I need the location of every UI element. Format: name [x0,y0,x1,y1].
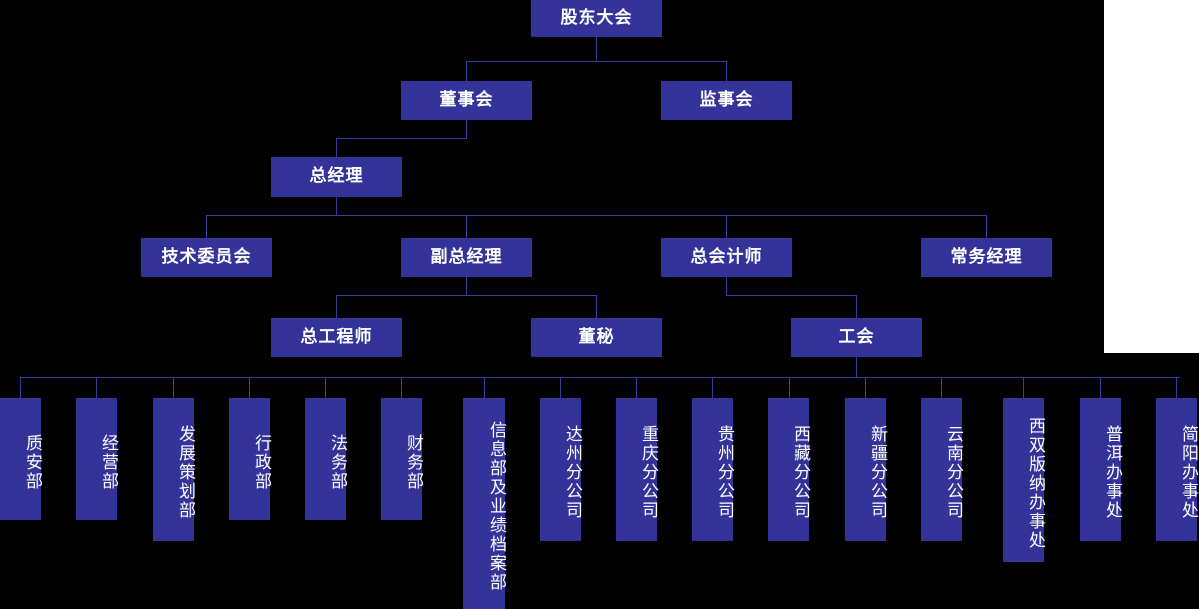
connector-chief-engineer-in [336,295,337,318]
connector-dept-stem-16 [1176,377,1177,398]
node-jianyang-office[interactable]: 简阳办事处 [1156,398,1198,541]
connector-gm-in [336,138,337,157]
connector-union-stem [856,357,857,377]
node-general-manager[interactable]: 总经理 [271,157,402,197]
connector-accountant-bus [726,295,857,296]
node-quality-safety[interactable]: 质安部 [0,398,42,520]
connector-deputy-bus [336,295,597,296]
white-panel-region [1104,0,1199,353]
connector-dept-stem-2 [96,377,97,398]
node-finance[interactable]: 财务部 [381,398,423,520]
connector-gm-stem [336,197,337,215]
connector-dept-stem-12 [865,377,866,398]
connector-board-to-gm [336,138,467,139]
connector-dept-stem-7 [484,377,485,398]
node-operations[interactable]: 经营部 [76,398,118,520]
connector-union-in [856,295,857,318]
connector-l2-right [726,61,727,81]
node-administration[interactable]: 行政部 [229,398,271,520]
connector-l4-accountant [726,215,727,238]
node-xinjiang-branch[interactable]: 新疆分公司 [845,398,887,541]
connector-dept-stem-15 [1100,377,1101,398]
node-chief-engineer[interactable]: 总工程师 [271,318,402,357]
connector-l2-bus [466,61,727,62]
connector-board-stem [466,120,467,138]
node-development-planning[interactable]: 发展策划部 [153,398,195,541]
connector-dept-stem-13 [941,377,942,398]
connector-board-secretary-in [596,295,597,318]
node-shareholders[interactable]: 股东大会 [531,0,662,37]
connector-dept-stem-10 [712,377,713,398]
node-tibet-branch[interactable]: 西藏分公司 [768,398,810,541]
connector-accountant-stem [726,277,727,295]
connector-dept-stem-5 [325,377,326,398]
node-deputy-general-manager[interactable]: 副总经理 [401,238,532,277]
node-chief-accountant[interactable]: 总会计师 [661,238,792,277]
connector-dept-stem-11 [789,377,790,398]
connector-deputy-stem [466,277,467,295]
connector-l4-tech [206,215,207,238]
node-legal-affairs[interactable]: 法务部 [305,398,347,520]
connector-dept-stem-8 [560,377,561,398]
connector-dept-stem-1 [20,377,21,398]
node-xishuangbanna-office[interactable]: 西双版纳办事处 [1003,398,1045,562]
node-dazhou-branch[interactable]: 达州分公司 [540,398,582,541]
connector-dept-stem-9 [636,377,637,398]
node-board-secretary[interactable]: 董秘 [531,318,662,357]
node-information-performance-archives[interactable]: 信息部及业绩档案部 [463,398,506,609]
connector-department-bus [20,377,1180,378]
node-tech-committee[interactable]: 技术委员会 [141,238,272,277]
node-board-of-supervisors[interactable]: 监事会 [661,81,792,120]
node-yunnan-branch[interactable]: 云南分公司 [921,398,963,541]
connector-l4-deputy [466,215,467,238]
node-chongqing-branch[interactable]: 重庆分公司 [616,398,658,541]
connector-dept-stem-6 [401,377,402,398]
connector-dept-stem-3 [173,377,174,398]
connector-l1-stem [596,37,597,61]
node-board-of-directors[interactable]: 董事会 [401,81,532,120]
node-guizhou-branch[interactable]: 贵州分公司 [692,398,734,541]
connector-dept-stem-4 [249,377,250,398]
connector-l4-exec [986,215,987,238]
node-puer-office[interactable]: 普洱办事处 [1080,398,1122,541]
connector-l4-bus [206,215,987,216]
node-executive-manager[interactable]: 常务经理 [921,238,1052,277]
node-labor-union[interactable]: 工会 [791,318,922,357]
connector-l2-left [466,61,467,81]
connector-dept-stem-14 [1023,377,1024,398]
